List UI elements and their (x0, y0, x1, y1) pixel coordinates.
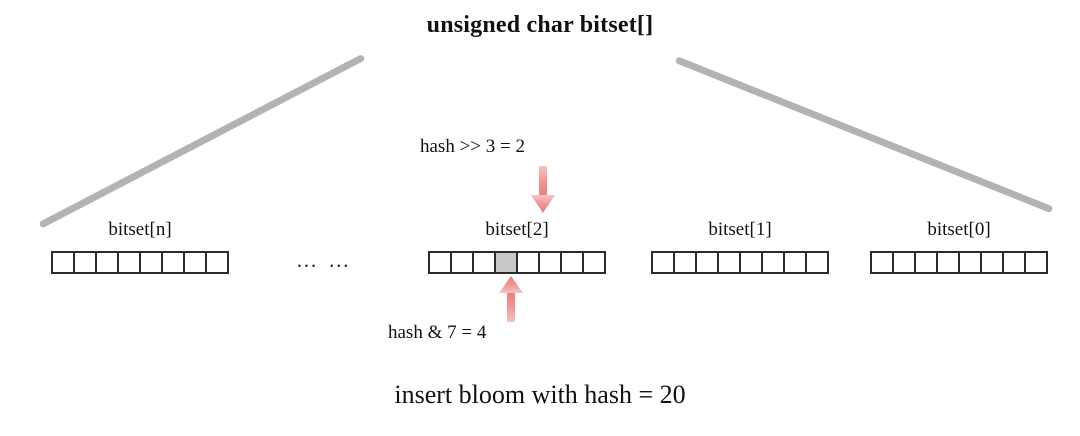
bitset-label-n: bitset[n] (108, 219, 172, 240)
bit-cell (119, 253, 141, 272)
bit-cell (675, 253, 697, 272)
bit-cell (894, 253, 916, 272)
bit-cell (1004, 253, 1026, 272)
bit-cell (430, 253, 452, 272)
diagram-caption: insert bloom with hash = 20 (394, 380, 686, 409)
bit-cell (562, 253, 584, 272)
bit-cell (97, 253, 119, 272)
bit-cell (916, 253, 938, 272)
guide-line-right (674, 56, 1054, 214)
bit-offset-annotation: hash & 7 = 4 (388, 322, 487, 343)
bit-cell (697, 253, 719, 272)
bitset-group-1: bitset[1] (651, 218, 829, 274)
bit-cell (1026, 253, 1046, 272)
bit-offset-arrow-icon (499, 276, 523, 322)
bitset-byte-row-2 (428, 251, 606, 274)
bit-cell (75, 253, 97, 272)
bit-cell (163, 253, 185, 272)
bit-cell (584, 253, 604, 272)
bit-cell (872, 253, 894, 272)
bit-cell (185, 253, 207, 272)
bitset-label-0: bitset[0] (927, 219, 991, 240)
bit-cell (474, 253, 496, 272)
byte-index-annotation: hash >> 3 = 2 (420, 136, 525, 157)
bitset-group-2: bitset[2] (428, 218, 606, 274)
bitset-label-2: bitset[2] (485, 219, 549, 240)
bitset-group-n: bitset[n] (51, 218, 229, 274)
bit-cell (518, 253, 540, 272)
bit-cell (785, 253, 807, 272)
byte-index-arrow-icon (531, 166, 555, 213)
bit-cell (938, 253, 960, 272)
bit-cell (960, 253, 982, 272)
bit-cell (982, 253, 1004, 272)
bit-cell (53, 253, 75, 272)
bit-cell (653, 253, 675, 272)
bit-cell (763, 253, 785, 272)
bit-cell (141, 253, 163, 272)
bit-cell-set (496, 253, 518, 272)
bit-cell (207, 253, 227, 272)
bit-cell (452, 253, 474, 272)
bitset-group-0: bitset[0] (870, 218, 1048, 274)
diagram-title: unsigned char bitset[] (426, 12, 654, 38)
bitset-label-1: bitset[1] (708, 219, 772, 240)
bitset-byte-row-0 (870, 251, 1048, 274)
guide-line-left (38, 53, 366, 229)
bitset-byte-row-1 (651, 251, 829, 274)
bit-cell (719, 253, 741, 272)
bitset-byte-row-n (51, 251, 229, 274)
ellipsis-separator: … … (296, 248, 353, 272)
bit-cell (540, 253, 562, 272)
bit-cell (741, 253, 763, 272)
bit-cell (807, 253, 827, 272)
